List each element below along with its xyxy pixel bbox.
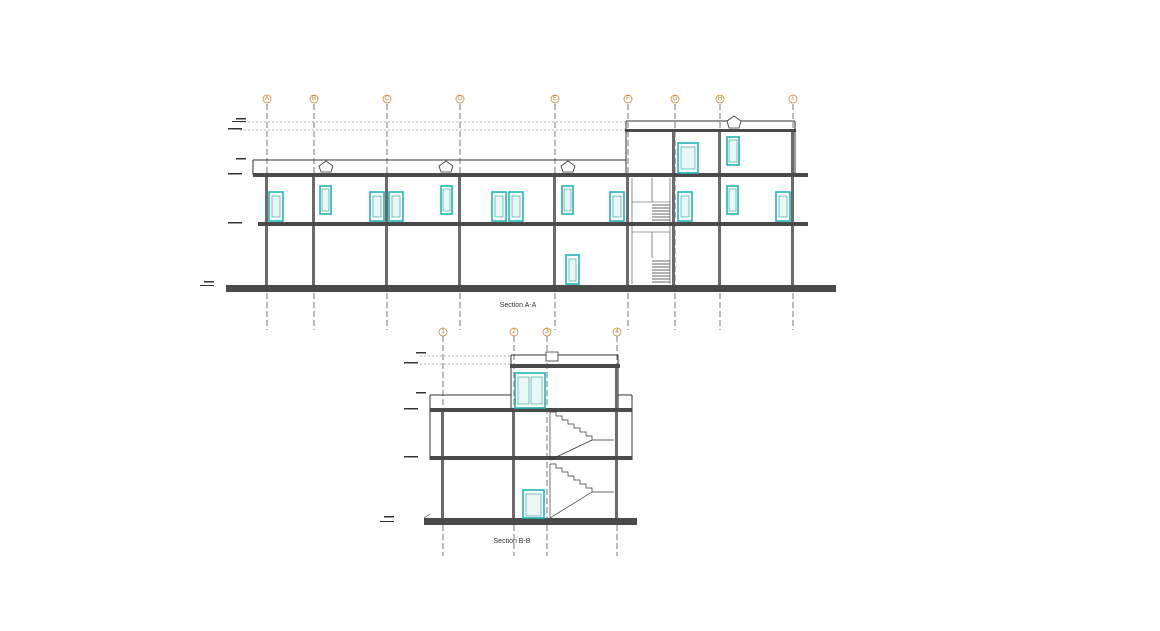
door (522, 489, 545, 519)
roof-vent-icon (438, 160, 454, 173)
window (677, 191, 693, 222)
grid-label: G (673, 96, 678, 102)
ground-line (424, 518, 637, 525)
stair-lower (652, 260, 670, 283)
section-a-ground-floor (226, 226, 836, 292)
stair-upper (652, 204, 670, 221)
grid-label: 4 (615, 329, 619, 335)
grid-label: F (626, 96, 630, 102)
grid-label: H (718, 96, 722, 102)
grid-label: 2 (512, 329, 516, 335)
window (561, 185, 574, 215)
window (726, 185, 739, 215)
grid-label: C (385, 96, 390, 102)
grid-label: A (265, 96, 269, 102)
window (508, 191, 524, 222)
window (440, 185, 453, 215)
window (491, 191, 507, 222)
section-b-stairs (549, 411, 614, 519)
grid-label: I (792, 96, 794, 102)
section-b-caption: Section B-B (494, 538, 531, 545)
window (677, 142, 699, 174)
section-a-level-markers (200, 118, 625, 286)
grid-label: 3 (545, 329, 549, 335)
window (609, 191, 625, 222)
grid-label: D (458, 96, 463, 102)
roof-vent-icon (318, 160, 334, 173)
window (369, 191, 385, 222)
window (514, 372, 546, 409)
section-b-structure (423, 351, 637, 525)
roof-vent-icon (726, 115, 742, 129)
window (319, 185, 332, 215)
door (565, 254, 580, 285)
grid-label: B (312, 96, 316, 102)
section-b-level-markers (380, 352, 512, 522)
ground-line (226, 285, 836, 292)
section-a-upper-block (625, 115, 796, 174)
section-b-b: 1 2 3 4 (380, 327, 637, 556)
window (775, 191, 791, 222)
window (388, 191, 404, 222)
section-b-windows (514, 372, 546, 519)
section-a-caption: Section A-A (500, 302, 537, 309)
window (726, 136, 740, 166)
section-a-second-floor (252, 159, 808, 226)
roof-vent-icon (560, 160, 576, 173)
window (268, 191, 284, 222)
section-a-stair-core (631, 178, 671, 284)
grid-label: E (553, 96, 557, 102)
grid-label: 1 (441, 329, 445, 335)
section-a-windows (268, 136, 791, 285)
section-a-a: A B C D E (200, 94, 836, 330)
